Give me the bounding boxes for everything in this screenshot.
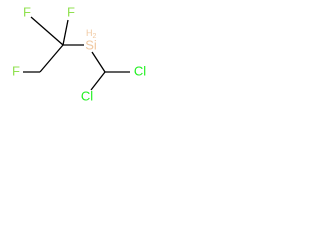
chlorine-atom-label: Cl	[81, 88, 93, 103]
silicon-hydrogen-label: H2	[86, 28, 97, 40]
hydrogen-count: 2	[93, 33, 97, 40]
bond-si-c3	[91, 51, 106, 73]
silicon-atom-label: Si	[85, 37, 97, 52]
bond-c3-cl	[90, 71, 106, 91]
chlorine-atom-label: Cl	[134, 63, 146, 78]
bond-c1-c2	[39, 44, 64, 73]
molecule-structure: F F F Si H2 Cl Cl	[12, 4, 146, 103]
bond-f-c1	[30, 16, 64, 46]
fluorine-atom-label: F	[23, 4, 31, 19]
fluorine-atom-label: F	[12, 63, 20, 78]
hydrogen-symbol: H	[86, 28, 93, 38]
fluorine-atom-label: F	[67, 4, 75, 19]
bond-f-c1	[62, 19, 69, 46]
